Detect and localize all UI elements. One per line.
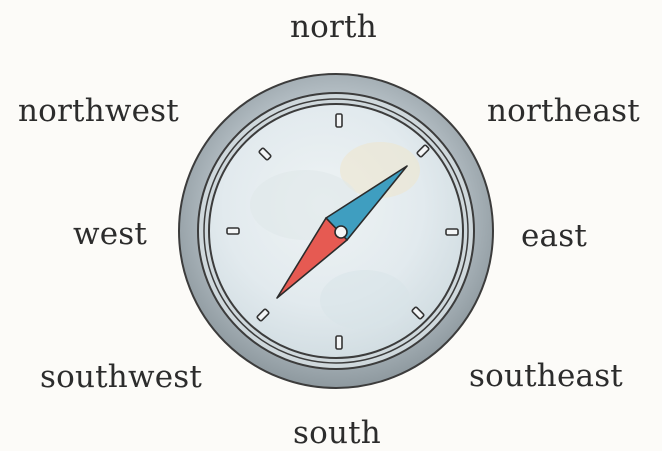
- label-west: west: [73, 219, 147, 250]
- label-south: south: [293, 418, 381, 449]
- label-north: north: [290, 12, 377, 43]
- tick-west: [227, 228, 239, 234]
- needle-pivot: [335, 226, 347, 238]
- tick-north: [336, 114, 342, 127]
- label-east: east: [521, 221, 587, 252]
- tick-east: [446, 229, 458, 235]
- label-northwest: northwest: [18, 96, 179, 127]
- compass-icon: [175, 70, 497, 392]
- label-northeast: northeast: [487, 96, 640, 127]
- tick-south: [336, 336, 342, 349]
